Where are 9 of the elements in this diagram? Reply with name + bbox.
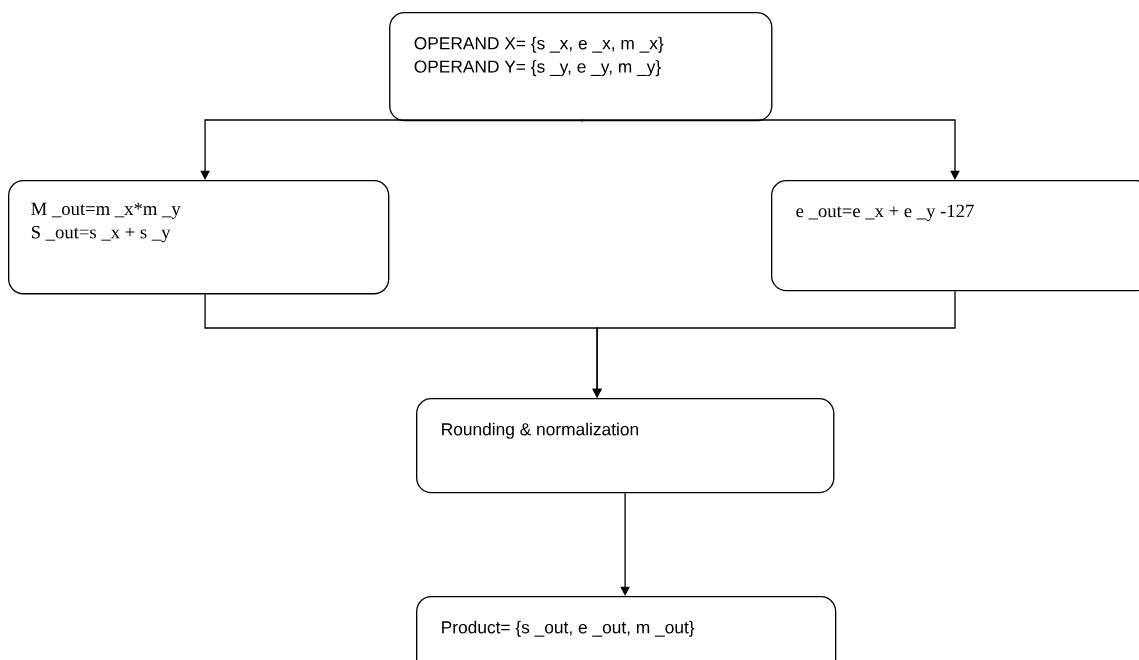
arrow <box>200 119 583 180</box>
process-box: M _out=m _x*m _y S _out=s _x + s _y <box>8 180 390 295</box>
arrow <box>592 290 956 398</box>
process-box: OPERAND X= {s _x, e _x, m _x} OPERAND Y= {s _y, e _y, m _y} <box>389 12 773 122</box>
process-box: Product= {s _out, e _out, m _out} <box>416 596 837 660</box>
arrow <box>581 119 960 180</box>
process-box: e _out=e _x + e _y -127 <box>771 180 1139 292</box>
process-box: Rounding & normalization <box>416 398 835 494</box>
arrow <box>620 492 630 596</box>
